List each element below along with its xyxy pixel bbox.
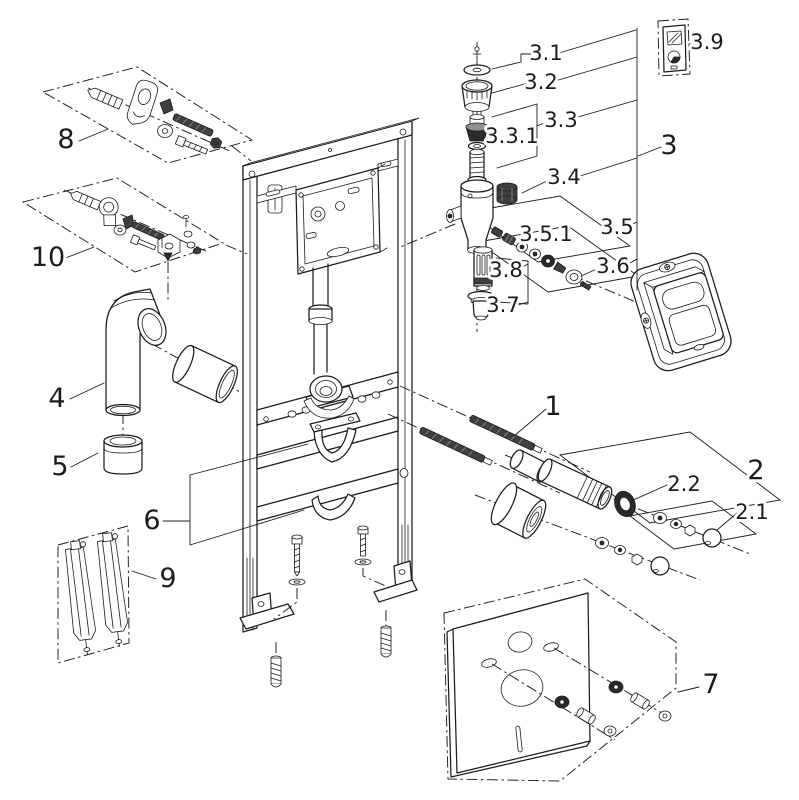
outlet-connection-set-2: [490, 449, 722, 576]
part-label-3-4: 3.4: [547, 165, 580, 189]
part-label-10: 10: [31, 242, 65, 273]
cap-nut: [702, 528, 722, 548]
part-label-3-3-1: 3.3.1: [485, 124, 538, 148]
wall-plug: [380, 625, 392, 658]
installation-frame: [239, 117, 420, 633]
part-label-3-8: 3.8: [489, 258, 522, 282]
angle-bracket: [157, 233, 181, 259]
part-label-6: 6: [143, 505, 160, 536]
part-label-2: 2: [747, 455, 764, 486]
valve-outlet-3-7: [467, 290, 495, 321]
part-label-3-7: 3.7: [486, 293, 519, 317]
fixing-studs-1: [419, 415, 543, 466]
part-label-3: 3: [660, 130, 677, 161]
actuation-module-3-9: [662, 24, 687, 73]
part-label-9: 9: [159, 563, 176, 594]
part-label-3-2: 3.2: [524, 70, 557, 94]
leader-lines: [62, 27, 738, 693]
flush-valve-assembly-3: [446, 46, 592, 321]
part-label-2-1: 2.1: [735, 500, 768, 524]
screw-cover-left: [640, 312, 652, 329]
cap-nut: [650, 556, 670, 576]
part-labels: 8 10 4 5 6 9 1 2 3 7 2.2 2.1 3.1 3.2 3.3…: [28, 27, 772, 703]
connector-sleeve-5: [103, 434, 143, 475]
part-label-3-5: 3.5: [600, 215, 633, 239]
valve-tube: [467, 148, 487, 185]
valve-union-nut-3-4: [496, 182, 518, 205]
outlet-grommet: [490, 482, 547, 539]
pipe-clamps-6: [309, 412, 361, 521]
valve-body: [446, 179, 494, 254]
actuation-plate: [630, 252, 732, 372]
part-label-7: 7: [702, 669, 719, 700]
valve-cone: [465, 122, 489, 142]
part-label-5: 5: [51, 451, 68, 482]
part-label-3-6: 3.6: [596, 254, 629, 278]
sound-insulation-fasteners-7: [554, 680, 672, 737]
seal-ring-2-2: [614, 490, 636, 518]
fastener-row-lower: [595, 537, 670, 576]
fastener-row-upper: [653, 512, 722, 548]
wall-anchor-set-8: [87, 79, 223, 155]
wall-anchor-set-10: [70, 190, 202, 262]
screw-cover-top: [659, 261, 676, 273]
sound-insulation-mat: [446, 592, 591, 778]
wall-plug: [270, 655, 282, 688]
outlet-pipe-2: [537, 458, 613, 510]
flush-bend-4: [105, 288, 167, 417]
part-label-4: 4: [48, 383, 65, 414]
part-label-1: 1: [544, 391, 561, 422]
valve-filter-3-8: [473, 246, 493, 291]
bend-sleeve: [172, 344, 238, 404]
part-label-3-3: 3.3: [544, 108, 577, 132]
part-label-8: 8: [57, 124, 74, 155]
floor-fixing-left: [270, 534, 306, 688]
valve-small-parts-row: [491, 226, 592, 291]
floor-fixing-right: [354, 525, 392, 658]
part-label-2-2: 2.2: [667, 472, 700, 496]
part-label-3-5-1: 3.5.1: [519, 222, 572, 246]
valve-basket: [461, 79, 493, 117]
part-label-3-9: 3.9: [690, 30, 723, 54]
wall-brackets-9: [65, 532, 128, 655]
part-label-3-1: 3.1: [529, 41, 562, 65]
